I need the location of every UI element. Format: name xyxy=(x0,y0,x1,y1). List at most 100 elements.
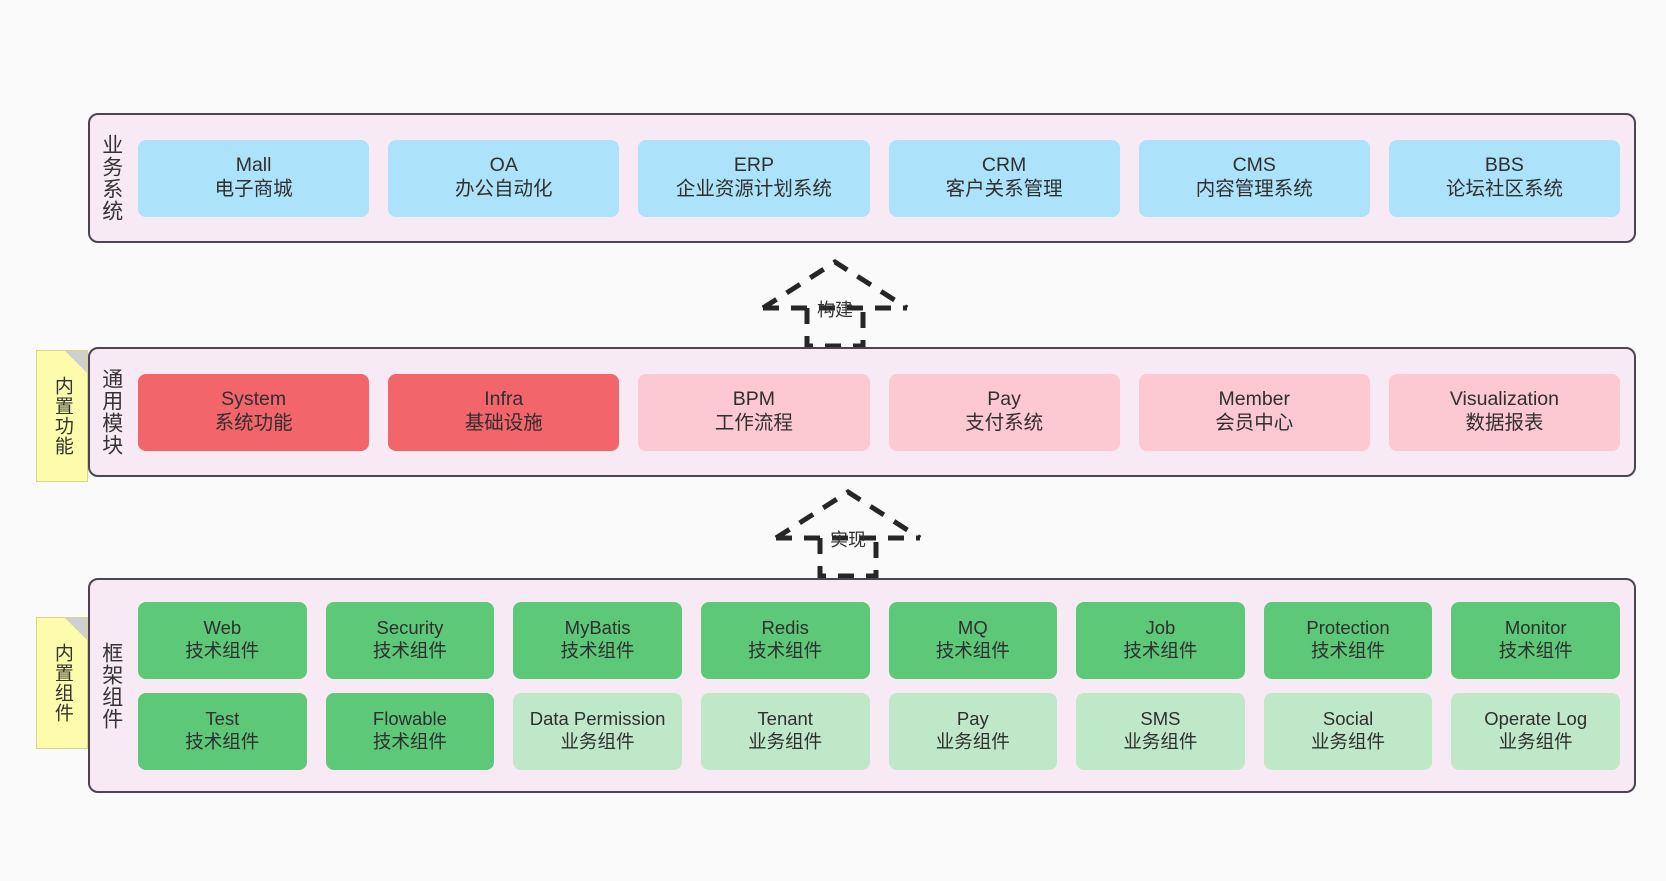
card-subtitle: 业务组件 xyxy=(1123,731,1198,752)
note-fold-icon xyxy=(65,618,87,640)
note-text: 内置功能 xyxy=(51,376,73,456)
card-subtitle: 技术组件 xyxy=(1311,640,1386,661)
card-member[interactable]: Member 会员中心 xyxy=(1138,373,1370,451)
card-title: BPM xyxy=(732,388,776,411)
card-subtitle: 数据报表 xyxy=(1465,412,1544,434)
card-subtitle: 基础设施 xyxy=(464,412,543,434)
card-mq[interactable]: MQ 技术组件 xyxy=(888,601,1058,679)
card-subtitle: 技术组件 xyxy=(185,640,260,661)
card-title: SMS xyxy=(1140,708,1181,730)
implement-arrow-label: 实现 xyxy=(830,530,866,550)
card-pay[interactable]: Pay 支付系统 xyxy=(888,373,1120,451)
layer-business-systems: 业务系统 Mall 电子商城 OA 办公自动化 ERP 企业资源计划系统 CRM… xyxy=(88,113,1636,243)
card-subtitle: 工作流程 xyxy=(714,412,793,434)
card-web[interactable]: Web 技术组件 xyxy=(138,601,307,679)
card-title: Redis xyxy=(761,617,809,639)
note-builtin-functions: 内置功能 xyxy=(36,350,88,482)
card-title: Operate Log xyxy=(1484,708,1588,730)
card-subtitle: 技术组件 xyxy=(1123,640,1198,661)
note-fold-icon xyxy=(65,351,87,373)
card-pay-biz[interactable]: Pay 业务组件 xyxy=(888,692,1058,770)
card-flowable[interactable]: Flowable 技术组件 xyxy=(325,692,495,770)
card-title: MQ xyxy=(957,617,988,639)
card-system[interactable]: System 系统功能 xyxy=(138,373,370,451)
note-text: 内置组件 xyxy=(51,643,73,723)
card-redis[interactable]: Redis 技术组件 xyxy=(700,601,870,679)
card-title: CMS xyxy=(1232,154,1276,177)
card-title: MyBatis xyxy=(564,617,631,639)
card-sms[interactable]: SMS 业务组件 xyxy=(1076,692,1245,770)
card-subtitle: 技术组件 xyxy=(1498,640,1573,661)
card-title: Flowable xyxy=(372,708,447,730)
card-title: System xyxy=(221,388,287,411)
card-bpm[interactable]: BPM 工作流程 xyxy=(638,373,870,451)
card-oa[interactable]: OA 办公自动化 xyxy=(388,139,620,217)
layer-framework-components: 框架组件 Web 技术组件 Security 技术组件 MyBatis 技术组件… xyxy=(88,578,1636,793)
layer-row: Test 技术组件 Flowable 技术组件 Data Permission … xyxy=(138,692,1620,770)
card-title: Data Permission xyxy=(529,708,666,730)
card-subtitle: 客户关系管理 xyxy=(945,178,1063,200)
build-arrow-icon xyxy=(761,259,909,349)
card-subtitle: 技术组件 xyxy=(372,640,447,661)
card-subtitle: 业务组件 xyxy=(1311,731,1386,752)
layer-title-business: 业务系统 xyxy=(99,134,123,222)
card-infra[interactable]: Infra 基础设施 xyxy=(388,373,620,451)
card-mybatis[interactable]: MyBatis 技术组件 xyxy=(513,601,682,679)
card-subtitle: 技术组件 xyxy=(372,731,447,752)
layer-row: System 系统功能 Infra 基础设施 BPM 工作流程 Pay 支付系统… xyxy=(138,373,1621,451)
card-social[interactable]: Social 业务组件 xyxy=(1263,692,1433,770)
card-title: CRM xyxy=(981,154,1027,177)
card-test[interactable]: Test 技术组件 xyxy=(138,692,307,770)
card-subtitle: 支付系统 xyxy=(965,412,1044,434)
card-title: Pay xyxy=(987,388,1021,411)
build-arrow-label: 构建 xyxy=(817,300,853,320)
card-erp[interactable]: ERP 企业资源计划系统 xyxy=(638,139,870,217)
card-operate-log[interactable]: Operate Log 业务组件 xyxy=(1451,692,1620,770)
card-data-permission[interactable]: Data Permission 业务组件 xyxy=(513,692,682,770)
card-subtitle: 电子商城 xyxy=(214,178,293,200)
card-title: Web xyxy=(203,617,242,639)
card-cms[interactable]: CMS 内容管理系统 xyxy=(1138,139,1370,217)
note-builtin-components: 内置组件 xyxy=(36,617,88,749)
card-title: Test xyxy=(205,708,240,730)
layer-row: Mall 电子商城 OA 办公自动化 ERP 企业资源计划系统 CRM 客户关系… xyxy=(138,139,1621,217)
layer-title-framework: 框架组件 xyxy=(99,641,123,730)
card-title: Monitor xyxy=(1504,617,1567,639)
card-title: ERP xyxy=(733,154,774,177)
card-tenant[interactable]: Tenant 业务组件 xyxy=(700,692,870,770)
card-subtitle: 企业资源计划系统 xyxy=(675,178,832,200)
layer-title-modules: 通用模块 xyxy=(99,368,123,456)
card-bbs[interactable]: BBS 论坛社区系统 xyxy=(1388,139,1621,217)
card-subtitle: 业务组件 xyxy=(935,731,1010,752)
card-subtitle: 业务组件 xyxy=(560,731,635,752)
implement-arrow-icon xyxy=(774,489,922,579)
card-subtitle: 技术组件 xyxy=(935,640,1010,661)
build-arrow: 构建 xyxy=(745,258,925,349)
card-title: Visualization xyxy=(1449,388,1560,411)
layer-common-modules: 通用模块 System 系统功能 Infra 基础设施 BPM 工作流程 Pay… xyxy=(88,347,1636,477)
layer-body-framework: Web 技术组件 Security 技术组件 MyBatis 技术组件 Redi… xyxy=(132,580,1634,791)
card-visualization[interactable]: Visualization 数据报表 xyxy=(1388,373,1621,451)
card-subtitle: 技术组件 xyxy=(560,640,635,661)
card-title: Mall xyxy=(235,154,272,177)
card-subtitle: 技术组件 xyxy=(748,640,823,661)
card-job[interactable]: Job 技术组件 xyxy=(1076,601,1245,679)
layer-body-business: Mall 电子商城 OA 办公自动化 ERP 企业资源计划系统 CRM 客户关系… xyxy=(132,115,1634,241)
implement-arrow: 实现 xyxy=(758,488,938,579)
card-subtitle: 业务组件 xyxy=(1498,731,1573,752)
card-title: Protection xyxy=(1306,617,1390,639)
card-title: Security xyxy=(376,617,444,639)
card-title: Member xyxy=(1218,388,1291,411)
card-crm[interactable]: CRM 客户关系管理 xyxy=(888,139,1120,217)
card-subtitle: 会员中心 xyxy=(1215,412,1294,434)
card-subtitle: 系统功能 xyxy=(214,412,293,434)
card-mall[interactable]: Mall 电子商城 xyxy=(138,139,370,217)
card-title: Social xyxy=(1322,708,1374,730)
card-subtitle: 业务组件 xyxy=(748,731,823,752)
layer-body-modules: System 系统功能 Infra 基础设施 BPM 工作流程 Pay 支付系统… xyxy=(132,349,1634,475)
card-subtitle: 内容管理系统 xyxy=(1195,178,1313,200)
card-protection[interactable]: Protection 技术组件 xyxy=(1263,601,1433,679)
card-monitor[interactable]: Monitor 技术组件 xyxy=(1451,601,1620,679)
card-security[interactable]: Security 技术组件 xyxy=(325,601,495,679)
card-title: Infra xyxy=(484,388,524,411)
